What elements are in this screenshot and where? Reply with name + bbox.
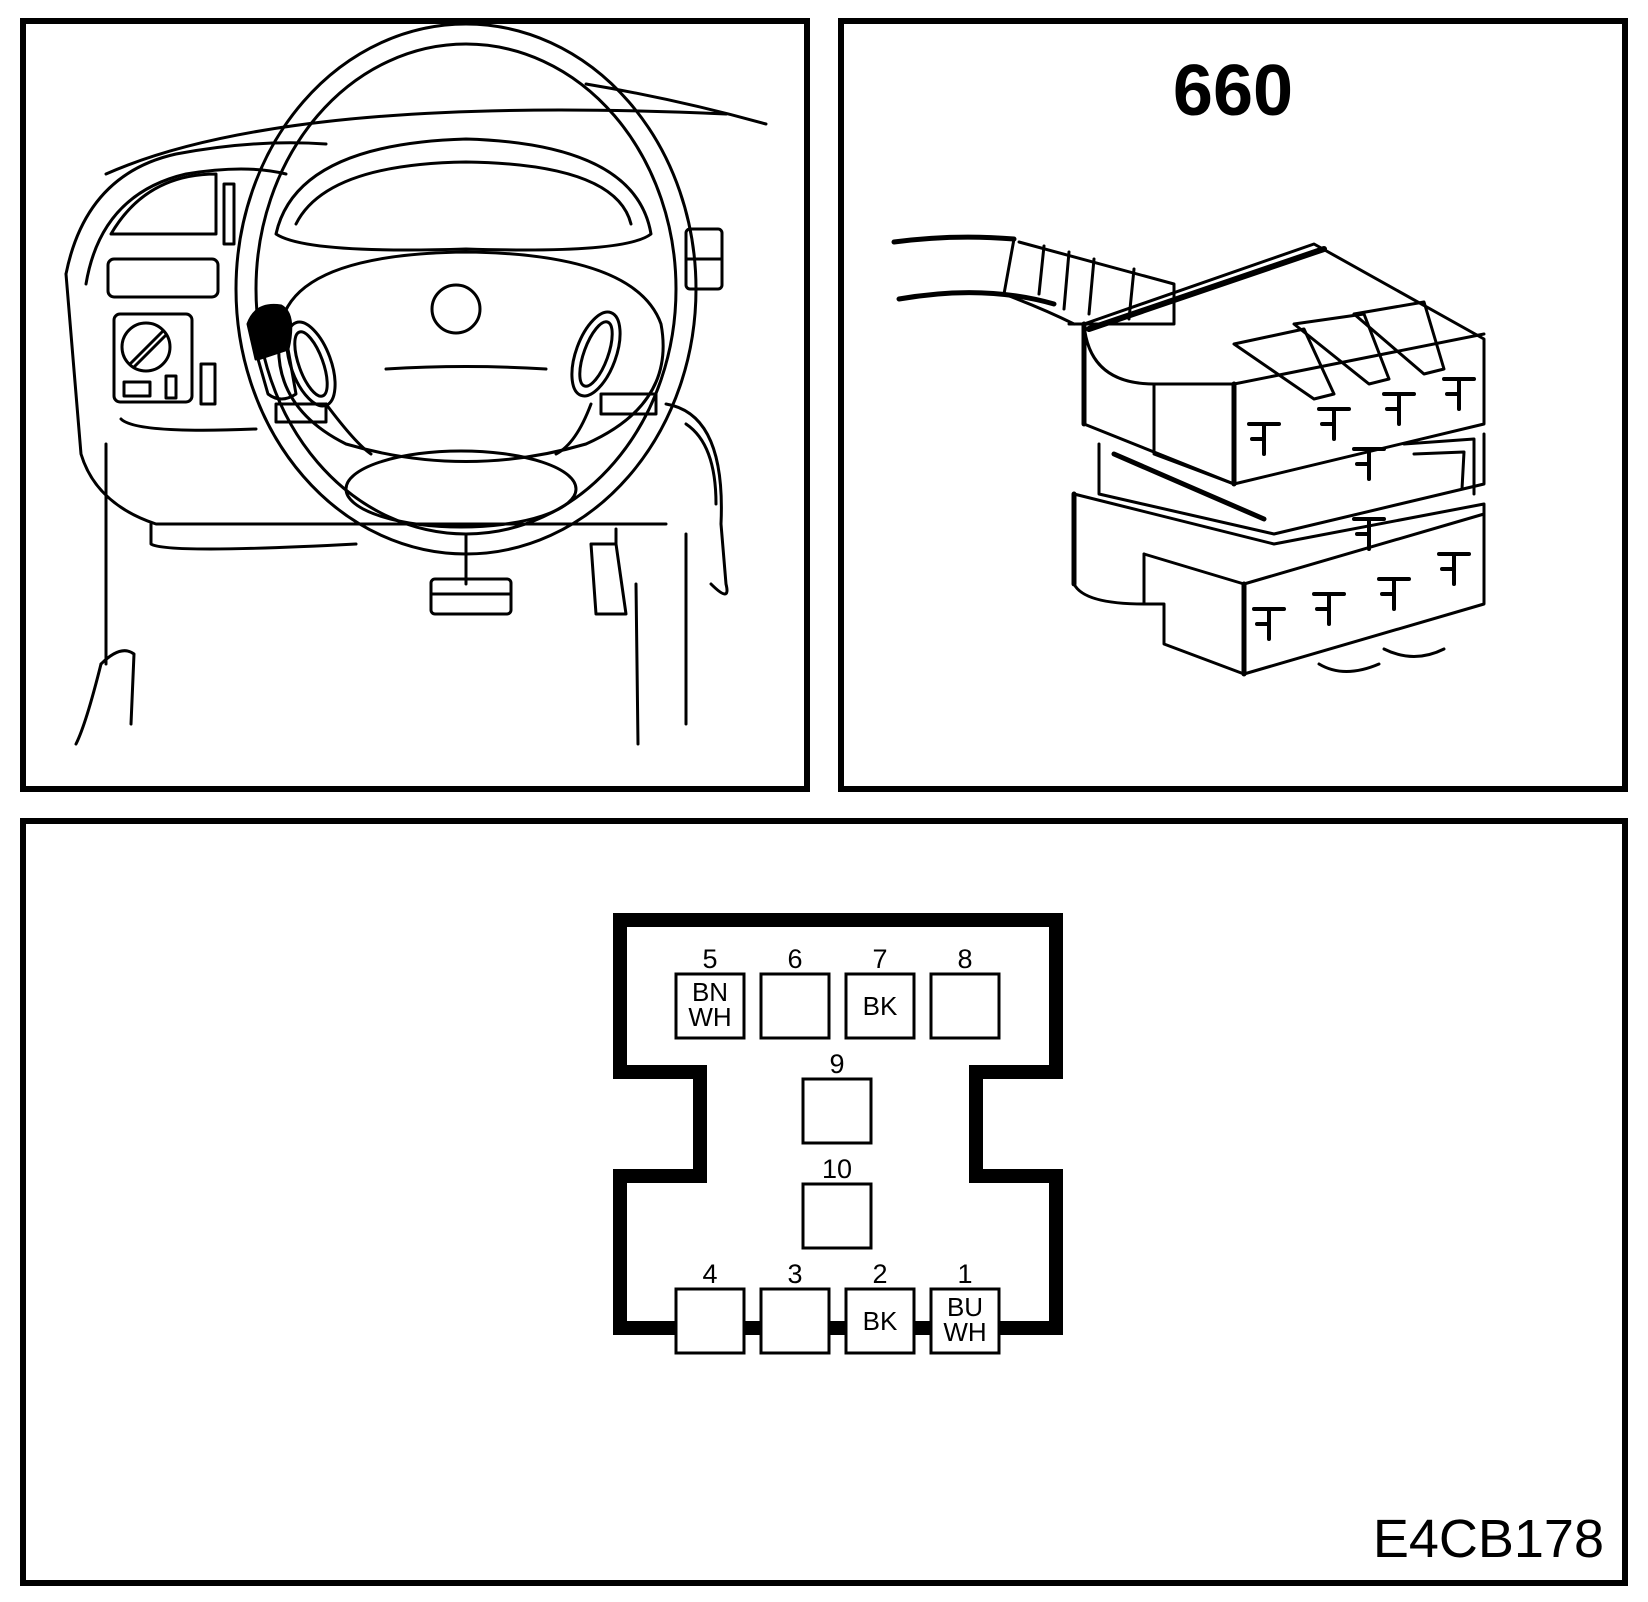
pin-3: 3 <box>759 1259 831 1355</box>
pin-4: 4 <box>674 1259 746 1355</box>
pin-cavity <box>929 972 1001 1040</box>
pin-cavity <box>674 1287 746 1355</box>
pin-number: 7 <box>872 944 887 974</box>
pin-cavity <box>759 1287 831 1355</box>
pin-7: 7BK <box>844 944 916 1040</box>
pin-8: 8 <box>929 944 1001 1040</box>
pin-cavity <box>674 972 746 1040</box>
pin-number: 10 <box>822 1154 852 1184</box>
pin-cavity <box>801 1077 873 1145</box>
pin-9: 9 <box>801 1049 873 1145</box>
connector-view-panel: 660 <box>838 18 1628 792</box>
pin-number: 6 <box>787 944 802 974</box>
wire-color-label: BK <box>863 991 898 1021</box>
wire-color-label: WH <box>688 1002 731 1032</box>
pin-cavity <box>801 1182 873 1250</box>
pin-cavity <box>844 1287 916 1355</box>
connector-title: 660 <box>1172 51 1294 131</box>
wire-color-label: BN <box>692 977 728 1007</box>
pin-number: 5 <box>702 944 717 974</box>
wire-color-label: BK <box>863 1306 898 1336</box>
connector-illustration <box>891 234 1486 677</box>
pin-number: 8 <box>957 944 972 974</box>
wire-color-label: BU <box>947 1292 983 1322</box>
pin-2: 2BK <box>844 1259 916 1355</box>
pin-number: 9 <box>829 1049 844 1079</box>
pin-cavity <box>844 972 916 1040</box>
dashboard-location-panel <box>20 18 810 792</box>
pin-number: 4 <box>702 1259 717 1289</box>
pin-6: 6 <box>759 944 831 1040</box>
pin-10: 10 <box>801 1154 873 1250</box>
dashboard-illustration <box>64 24 768 746</box>
pin-cavity <box>929 1287 1001 1355</box>
pin-number: 1 <box>957 1259 972 1289</box>
pin-number: 2 <box>872 1259 887 1289</box>
document-code: E4CB178 <box>1372 1509 1604 1569</box>
pin-cavity <box>759 972 831 1040</box>
wire-color-label: WH <box>943 1317 986 1347</box>
connector-face-outline <box>613 913 1063 1335</box>
pin-number: 3 <box>787 1259 802 1289</box>
